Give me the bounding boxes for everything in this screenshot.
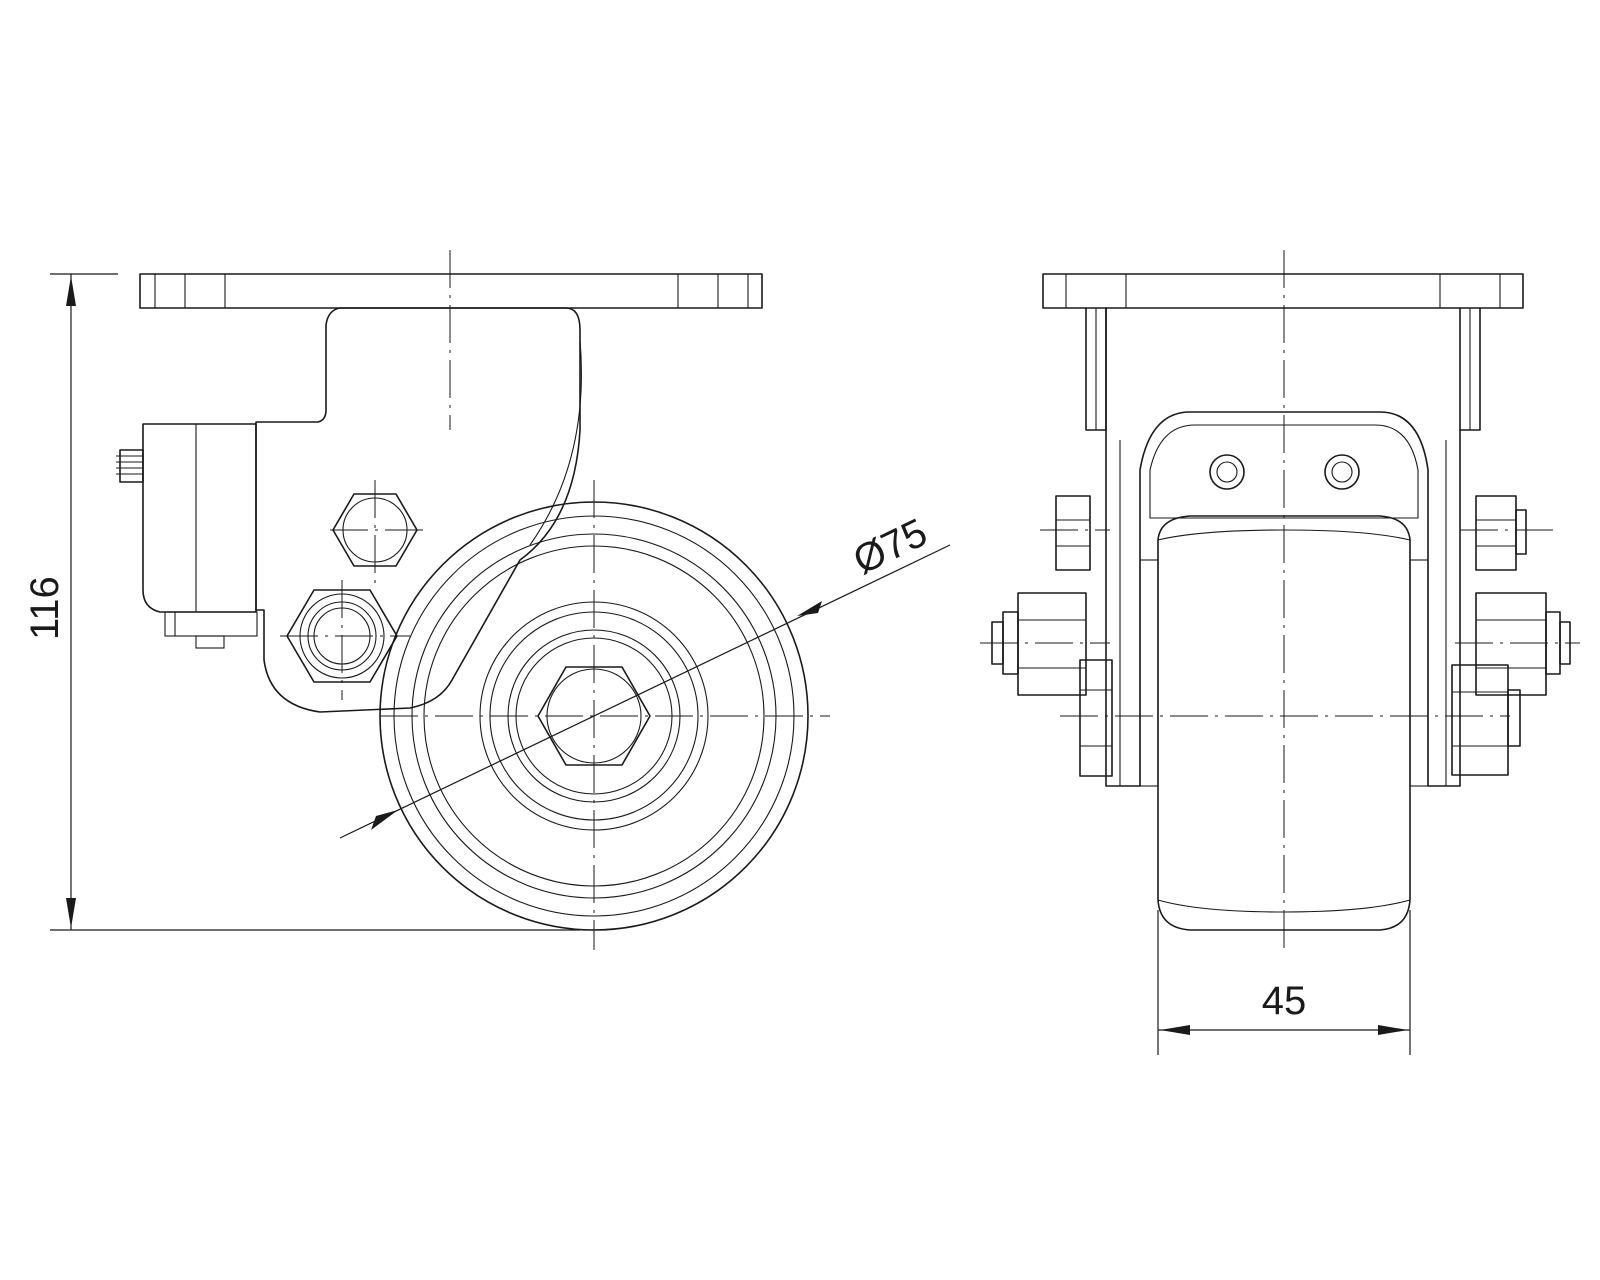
yoke-studs <box>1209 454 1360 490</box>
fork-bracket-side <box>255 307 581 713</box>
diameter-dimension <box>339 544 951 839</box>
fork-legs-front <box>1085 307 1481 431</box>
top-plate-side <box>139 273 763 309</box>
width-label: 45 <box>1262 979 1307 1023</box>
top-plate-front <box>1042 273 1524 309</box>
diameter-label: Ø75 <box>847 510 934 583</box>
threaded-stud <box>116 449 144 483</box>
right-hardware <box>1451 495 1571 776</box>
left-hardware <box>991 495 1113 777</box>
centerlines-side <box>280 250 830 950</box>
centerlines-front <box>980 250 1580 955</box>
width-dimension <box>1157 910 1411 1055</box>
height-dimension <box>50 273 580 931</box>
yoke-front <box>1105 411 1461 787</box>
brake-housing <box>142 423 258 649</box>
side-view: Ø75 116 <box>23 250 951 950</box>
height-label: 116 <box>23 576 67 640</box>
front-view: 45 <box>980 250 1580 1055</box>
